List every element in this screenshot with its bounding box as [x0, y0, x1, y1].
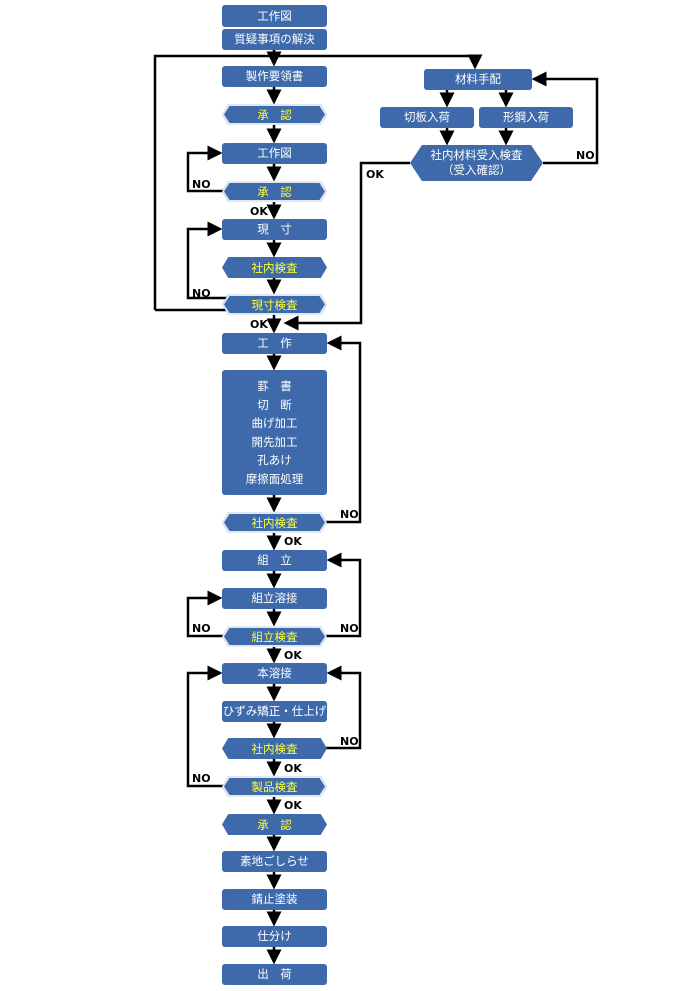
node-fabrication-procedure: 製作要領書	[222, 66, 327, 87]
node-fabrication: 工 作	[222, 333, 327, 354]
node-assembly-welding: 組立溶接	[222, 588, 327, 609]
node-assembly-inspection: 組立検査	[222, 626, 327, 647]
no-label: NO	[340, 508, 359, 521]
node-approval-2: 承 認	[222, 181, 327, 202]
node-label: 社内材料受入検査 （受入確認）	[430, 148, 523, 177]
ok-label: OK	[366, 168, 384, 181]
node-shop-drawing-2: 工作図	[222, 143, 327, 164]
connector-arrow	[283, 161, 410, 331]
no-label: NO	[192, 287, 211, 300]
node-material-receiving-inspection: 社内材料受入検査 （受入確認）	[410, 145, 543, 181]
ok-label: OK	[284, 799, 302, 812]
ok-label: OK	[284, 535, 302, 548]
node-internal-inspection-3: 社内検査	[222, 738, 327, 759]
node-label: 承 認	[257, 184, 292, 199]
node-label: 現寸検査	[251, 297, 298, 312]
ok-label: OK	[250, 205, 268, 218]
node-fabrication-steps: 罫 書 切 断 曲げ加工 開先加工 孔あけ 摩擦面処理	[222, 370, 327, 495]
no-label: NO	[192, 178, 211, 191]
node-plate-arrival: 切板入荷	[380, 107, 474, 128]
connector-arrow	[322, 335, 362, 524]
connector-arrow	[186, 590, 228, 638]
node-label: 社内検査	[251, 515, 298, 530]
node-surface-preparation: 素地ごしらせ	[222, 851, 327, 872]
node-section-steel-arrival: 形鋼入荷	[479, 107, 573, 128]
ok-label: OK	[284, 762, 302, 775]
node-label: 組立検査	[251, 629, 298, 644]
node-sorting: 仕分け	[222, 926, 327, 947]
node-main-welding: 本溶接	[222, 663, 327, 684]
no-label: NO	[340, 622, 359, 635]
node-material-order: 材料手配	[424, 69, 532, 90]
node-product-inspection: 製品検査	[222, 776, 327, 797]
node-rust-prevention-painting: 錆止塗装	[222, 889, 327, 910]
connector-arrow	[186, 665, 228, 788]
node-internal-inspection-2: 社内検査	[222, 512, 327, 533]
connector-arrow	[322, 552, 362, 638]
node-approval-3: 承 認	[222, 814, 327, 835]
node-label: 製品検査	[251, 779, 298, 794]
node-query-resolution: 質疑事項の解決	[222, 29, 327, 50]
node-label: 承 認	[257, 107, 292, 122]
node-shop-drawing: 工作図	[222, 5, 327, 27]
node-shipping: 出 荷	[222, 964, 327, 985]
node-full-scale-inspection: 現寸検査	[222, 294, 327, 315]
connector-arrow	[186, 221, 228, 300]
no-label: NO	[192, 772, 211, 785]
no-label: NO	[576, 149, 595, 162]
node-straightening-finishing: ひずみ矯正・仕上げ	[222, 701, 327, 722]
node-approval-1: 承 認	[222, 104, 327, 125]
node-full-scale: 現 寸	[222, 219, 327, 240]
node-internal-inspection-1: 社内検査	[222, 257, 327, 278]
connector-arrow	[153, 54, 483, 310]
no-label: NO	[340, 735, 359, 748]
node-label: 社内検査	[251, 260, 298, 275]
connector-arrow	[531, 71, 599, 165]
no-label: NO	[192, 622, 211, 635]
connector-arrow	[186, 145, 232, 193]
node-label: 社内検査	[251, 741, 298, 756]
ok-label: OK	[250, 318, 268, 331]
node-assembly: 組 立	[222, 550, 327, 571]
ok-label: OK	[284, 649, 302, 662]
node-label: 承 認	[257, 817, 292, 832]
